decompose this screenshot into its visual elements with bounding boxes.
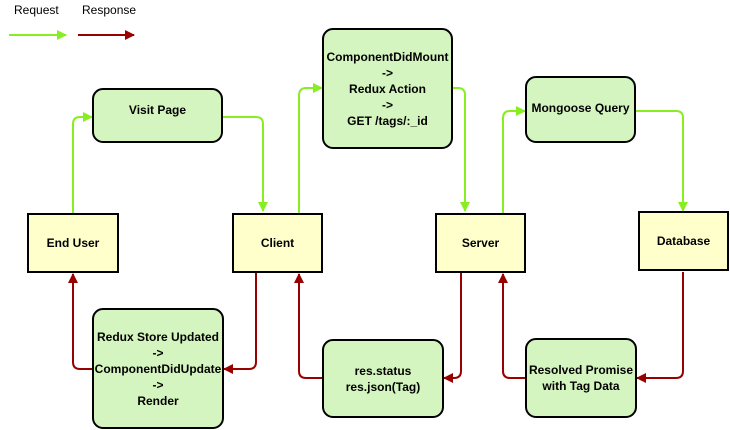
node-mongoose-query-label: Mongoose Query [531, 100, 630, 115]
node-res-status: res.status res.json(Tag) [322, 339, 444, 418]
node-database-label: Database [656, 234, 711, 248]
arrow-componentdidmount-to-server [452, 87, 470, 212]
node-visit-page: Visit Page [92, 88, 223, 143]
arrow-database-to-resolved [636, 272, 684, 383]
node-end-user-label: End User [46, 236, 100, 250]
node-redux-store-updated: Redux Store Updated -> ComponentDidUpdat… [92, 308, 224, 429]
res-line-2: res.json(Tag) [345, 379, 421, 394]
cdm-line-1: ComponentDidMount [326, 49, 449, 64]
node-database: Database [638, 211, 729, 271]
arrow-mongoose-to-database [635, 110, 688, 212]
node-server: Server [435, 213, 526, 273]
node-client-label: Client [260, 236, 295, 250]
node-server-label: Server [461, 236, 500, 250]
node-resolved-promise: Resolved Promise with Tag Data [525, 338, 637, 418]
arrow-enduser-to-visitpage [72, 112, 93, 213]
rsu-line-4: -> [152, 377, 164, 392]
rsu-line-1: Redux Store Updated [96, 329, 219, 344]
node-mongoose-query: Mongoose Query [525, 76, 636, 143]
rsu-line-3: ComponentDidUpdate [94, 361, 222, 376]
node-visit-page-label: Visit Page [128, 102, 187, 117]
arrow-visitpage-to-client [222, 116, 268, 212]
arrow-client-to-componentdidmount [298, 83, 323, 213]
arrow-resolved-to-server [498, 273, 525, 379]
rsu-line-5: Render [137, 393, 179, 408]
arrow-resstatus-to-client [294, 273, 322, 379]
res-line-1: res.status [354, 363, 412, 378]
rp-line-2: with Tag Data [542, 379, 620, 393]
node-client: Client [232, 213, 323, 273]
node-component-did-mount: ComponentDidMount -> Redux Action -> GET… [322, 28, 453, 149]
arrow-server-to-resstatus [443, 272, 462, 383]
arrow-reduxstore-to-enduser [68, 273, 92, 370]
node-end-user: End User [27, 213, 119, 273]
rp-line-1: Resolved Promise [528, 363, 634, 377]
legend-response-label: Response [82, 3, 137, 17]
arrow-client-to-reduxstore [223, 272, 257, 374]
rsu-line-2: -> [152, 345, 164, 360]
arrow-server-to-mongoose [502, 106, 526, 213]
cdm-line-5: GET /tags/:_id [347, 113, 428, 128]
cdm-line-2: -> [381, 65, 393, 80]
legend-request-label: Request [14, 3, 59, 17]
cdm-line-4: -> [381, 97, 393, 112]
cdm-line-3: Redux Action [349, 81, 426, 96]
